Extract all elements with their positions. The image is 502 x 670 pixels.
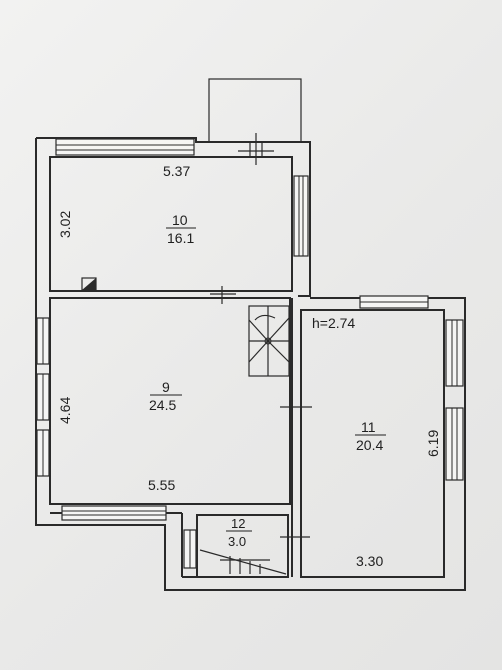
chimney-fill (82, 278, 96, 290)
window-top-10 (55, 138, 195, 156)
room-10-walls (49, 156, 293, 292)
stair-arc (254, 314, 276, 321)
stair-diagonal (199, 549, 287, 575)
room-9-area: 24.5 (149, 397, 176, 413)
room-9-walls (49, 297, 291, 505)
window-bottom-9 (61, 505, 167, 521)
room-9-dim-width: 5.55 (148, 477, 175, 493)
wall-perimeter-outer (35, 138, 466, 591)
window-right-11b (445, 407, 464, 481)
room-11-dim-width: 3.30 (356, 553, 383, 569)
room-10-dim-width: 5.37 (163, 163, 190, 179)
outer-walls (35, 78, 466, 591)
stair-step (267, 317, 290, 342)
ceiling-height-label: h=2.74 (312, 315, 355, 331)
room-12-area: 3.0 (228, 534, 246, 549)
window-right-10 (293, 175, 309, 257)
room-9-number: 9 (162, 379, 170, 395)
room-10-number: 10 (172, 212, 188, 228)
labels: 5.37 3.02 10 16.1 9 24.5 4.64 5.55 h=2.7… (57, 163, 441, 569)
window-right-11a (445, 319, 464, 387)
chimney (81, 277, 97, 291)
room-10-area: 16.1 (167, 230, 194, 246)
room-11-dim-height: 6.19 (425, 430, 441, 457)
windows (36, 138, 464, 569)
room-12-walls (196, 514, 289, 578)
room-12-number: 12 (231, 516, 245, 531)
stair-step (248, 340, 269, 363)
straight-staircase (199, 549, 287, 575)
stair-step (267, 340, 290, 363)
doors (210, 133, 312, 550)
room-9-dim-height: 4.64 (57, 397, 73, 424)
room-11-number: 11 (361, 419, 376, 435)
spiral-staircase (248, 305, 290, 377)
stair-step (248, 319, 269, 342)
porch-box (208, 78, 302, 143)
room-11-walls (300, 309, 445, 578)
room-11-area: 20.4 (356, 437, 383, 453)
room-10-dim-height: 3.02 (57, 211, 73, 238)
